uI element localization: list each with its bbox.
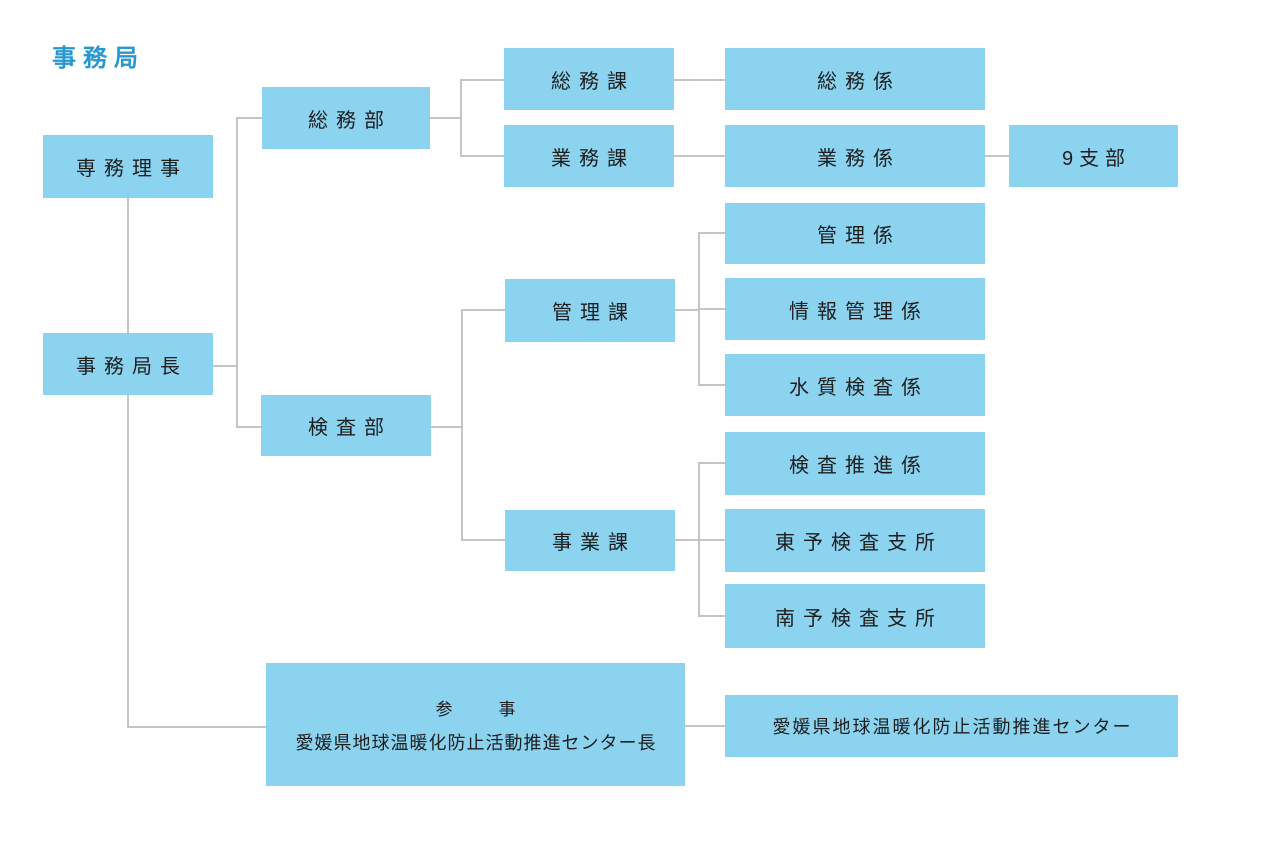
connector-line: [127, 395, 129, 728]
connector-line: [675, 539, 699, 541]
connector-line: [685, 725, 725, 727]
box-business-division: 事業課: [505, 510, 675, 571]
connector-line: [698, 384, 725, 386]
connector-line: [236, 117, 262, 119]
box-information-management-section: 情報管理係: [725, 278, 985, 340]
connector-line: [698, 308, 725, 310]
connector-line: [674, 155, 725, 157]
connector-line: [461, 309, 505, 311]
connector-line: [431, 426, 462, 428]
box-general-affairs-dept: 総務部: [262, 87, 430, 149]
connector-line: [698, 232, 725, 234]
connector-line: [127, 726, 266, 728]
box-senior-executive-director: 専務理事: [43, 135, 213, 198]
box-management-division: 管理課: [505, 279, 675, 342]
box-inspection-dept: 検査部: [261, 395, 431, 456]
connector-line: [674, 79, 725, 81]
connector-line: [430, 117, 461, 119]
box-management-section: 管理係: [725, 203, 985, 264]
connector-line: [127, 198, 129, 333]
connector-line: [236, 117, 238, 428]
box-nine-branches: 9支部: [1009, 125, 1178, 187]
connector-line: [213, 365, 237, 367]
connector-line: [985, 155, 1009, 157]
box-toyo-inspection-branch: 東予検査支所: [725, 509, 985, 572]
box-counselor-and-center-director: 参 事 愛媛県地球温暖化防止活動推進センター長: [266, 663, 685, 786]
box-ehime-warming-prevention-center: 愛媛県地球温暖化防止活動推進センター: [725, 695, 1178, 757]
connector-line: [675, 309, 699, 311]
center-director-label: 愛媛県地球温暖化防止活動推進センター長: [295, 732, 657, 753]
connector-line: [461, 309, 463, 540]
connector-line: [460, 79, 504, 81]
box-general-affairs-section: 総務係: [725, 48, 985, 110]
connector-line: [698, 615, 725, 617]
connector-line: [461, 539, 505, 541]
connector-line: [460, 155, 504, 157]
box-operations-section: 業務係: [725, 125, 985, 187]
connector-line: [236, 426, 261, 428]
box-operations-division: 業務課: [504, 125, 674, 187]
box-general-affairs-division: 総務課: [504, 48, 674, 110]
connector-line: [460, 79, 462, 157]
counselor-label: 参 事: [435, 699, 520, 719]
box-water-quality-inspection-section: 水質検査係: [725, 354, 985, 416]
connector-line: [698, 539, 725, 541]
box-nanyo-inspection-branch: 南予検査支所: [725, 584, 985, 648]
page-title: 事務局: [52, 45, 145, 72]
box-secretariat-director: 事務局長: [43, 333, 213, 395]
box-inspection-promotion-section: 検査推進係: [725, 432, 985, 495]
connector-line: [698, 462, 725, 464]
